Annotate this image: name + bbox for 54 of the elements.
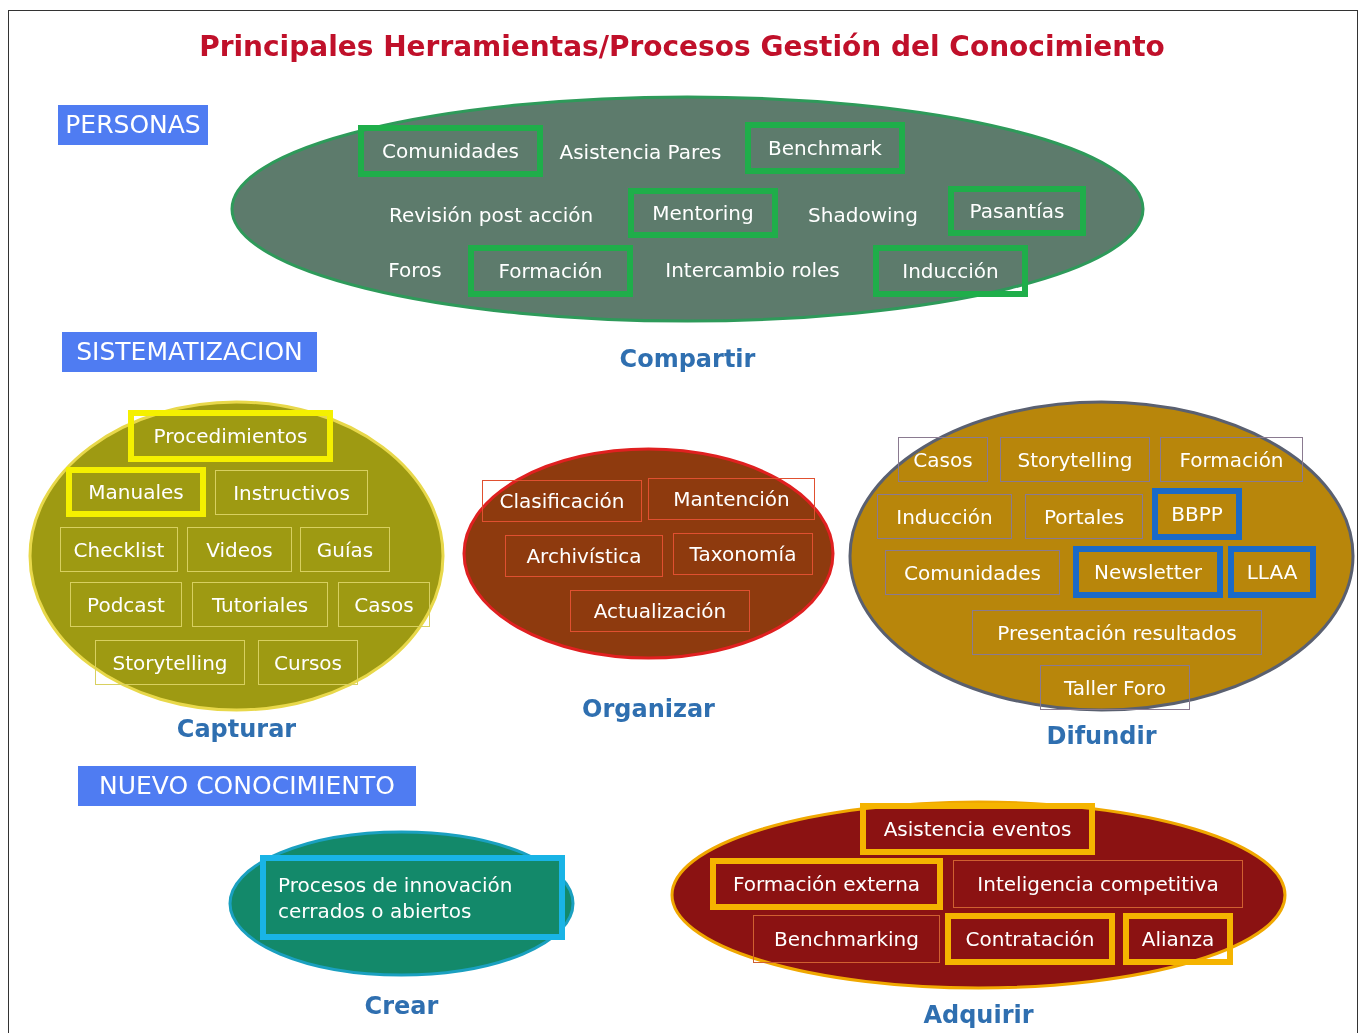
tool-box: Storytelling	[95, 640, 245, 685]
tool-box: Formación	[1160, 437, 1303, 482]
tool-box: Cursos	[258, 640, 358, 685]
tool-box: Portales	[1025, 494, 1143, 539]
group-title: Capturar	[175, 713, 298, 745]
tool-box: Instructivos	[215, 470, 368, 515]
group-title: Organizar	[581, 693, 716, 725]
tool-box: Contratación	[945, 913, 1115, 965]
section-banner: NUEVO CONOCIMIENTO	[78, 766, 416, 806]
tool-box: Taller Foro	[1040, 665, 1190, 710]
tool-box: Formación	[468, 245, 633, 297]
tool-box: Benchmark	[745, 122, 905, 174]
tool-box: Mantención	[648, 478, 815, 520]
tool-box: Casos	[898, 437, 988, 482]
tool-label: Shadowing	[793, 196, 933, 234]
section-banner: PERSONAS	[58, 105, 208, 145]
tool-label: Revisión post acción	[372, 196, 610, 234]
tool-box: Presentación resultados	[972, 610, 1262, 655]
tool-box: Actualización	[570, 590, 750, 632]
tool-box: LLAA	[1228, 546, 1316, 598]
tool-box: Alianza	[1123, 913, 1233, 965]
section-banner: SISTEMATIZACION	[62, 332, 317, 372]
tool-box: Checklist	[60, 527, 178, 572]
group-title: Difundir	[1045, 720, 1158, 752]
tool-label: Foros	[372, 251, 458, 289]
tool-box: Procedimientos	[128, 410, 333, 462]
tool-box: Tutoriales	[192, 582, 328, 627]
tool-box: Benchmarking	[753, 915, 940, 963]
tool-box: Guías	[300, 527, 390, 572]
tool-box: Procesos de innovación cerrados o abiertos	[260, 855, 565, 940]
tool-box: Newsletter	[1073, 546, 1223, 598]
tool-box: Inducción	[873, 245, 1028, 297]
tool-box: Taxonomía	[673, 533, 813, 575]
tool-box: Clasificación	[482, 480, 642, 522]
tool-label: Asistencia Pares	[548, 133, 733, 171]
tool-box: Asistencia eventos	[860, 803, 1095, 855]
tool-box: Storytelling	[1000, 437, 1150, 482]
tool-box: Casos	[338, 582, 430, 627]
tool-box: Manuales	[66, 467, 206, 517]
tool-box: Formación externa	[710, 858, 943, 910]
tool-box: Pasantías	[948, 186, 1086, 236]
tool-box: Archivística	[505, 535, 663, 577]
group-title: Adquirir	[922, 999, 1035, 1031]
tool-box: BBPP	[1152, 488, 1242, 540]
tool-box: Inducción	[877, 494, 1012, 539]
diagram-title: Principales Herramientas/Procesos Gestión del Conocimiento	[198, 30, 1166, 63]
tool-box: Inteligencia competitiva	[953, 860, 1243, 908]
tool-box: Videos	[187, 527, 292, 572]
tool-box: Comunidades	[358, 125, 543, 177]
tool-box: Comunidades	[885, 550, 1060, 595]
group-title: Crear	[363, 990, 440, 1022]
tool-box: Mentoring	[628, 188, 778, 238]
tool-box: Podcast	[70, 582, 182, 627]
tool-label: Intercambio roles	[645, 251, 860, 289]
